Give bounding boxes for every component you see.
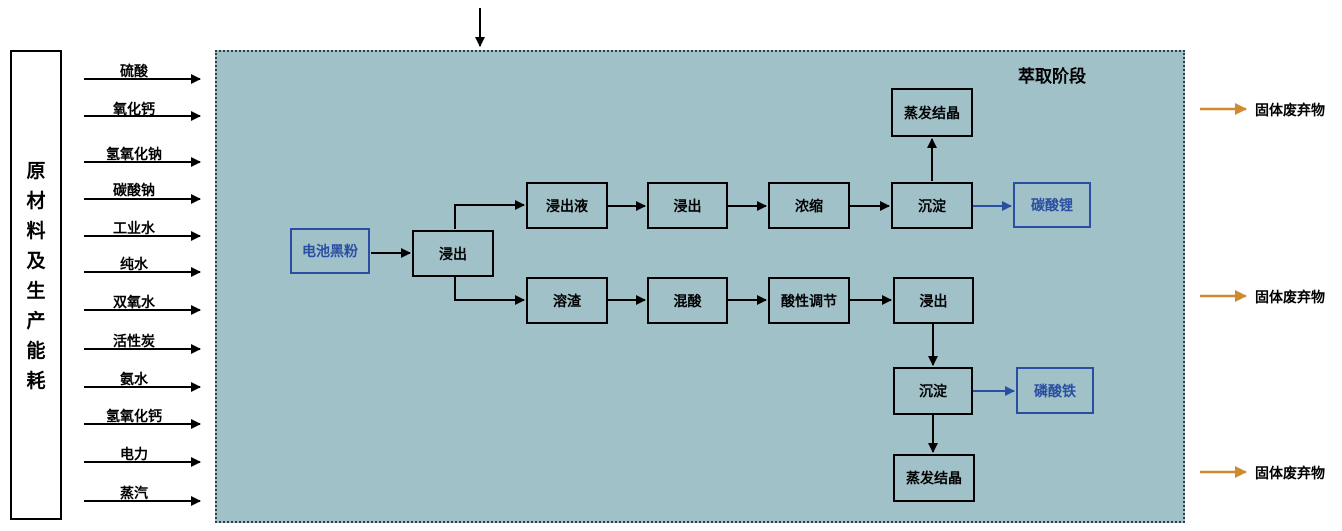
- node-leachate: 浸出液: [526, 182, 608, 229]
- header-char: 料: [26, 220, 46, 242]
- header-char: 生: [26, 280, 46, 302]
- node-evap-top: 蒸发结晶: [891, 88, 973, 137]
- material-label: 电力: [120, 447, 148, 463]
- waste-label: 固体废弃物: [1255, 290, 1325, 306]
- stage-title: 萃取阶段: [1018, 67, 1086, 87]
- node-evap-bottom: 蒸发结晶: [893, 454, 975, 502]
- header-char: 及: [26, 250, 46, 272]
- node-precip-bottom: 沉淀: [893, 367, 973, 415]
- flow-arrow: [454, 200, 525, 229]
- node-iron-phosphate: 磷酸铁: [1016, 367, 1094, 414]
- material-label: 氢氧化钠: [106, 147, 162, 163]
- material-label: 活性炭: [113, 334, 155, 350]
- material-label: 蒸汽: [120, 486, 148, 502]
- material-label: 氧化钙: [113, 102, 155, 118]
- node-leach-2: 浸出: [647, 182, 728, 229]
- header-char: 产: [26, 310, 46, 332]
- material-label: 氢氧化钙: [106, 409, 162, 425]
- node-leach-3: 浸出: [893, 277, 974, 324]
- material-label: 硫酸: [120, 64, 148, 80]
- header-char: 原: [26, 160, 46, 182]
- material-label: 碳酸钠: [113, 183, 155, 199]
- node-precip-top: 沉淀: [891, 182, 973, 229]
- material-label: 氨水: [120, 372, 148, 388]
- node-lithium-carbonate: 碳酸锂: [1013, 182, 1091, 228]
- waste-label: 固体废弃物: [1255, 466, 1325, 482]
- header-char: 能: [26, 340, 46, 362]
- material-label: 纯水: [120, 257, 148, 273]
- header-char: 耗: [26, 370, 46, 392]
- node-mix-acid: 混酸: [647, 277, 728, 324]
- node-battery-powder: 电池黑粉: [290, 228, 370, 274]
- node-leach-main: 浸出: [412, 230, 494, 277]
- raw-material-header: 原 材 料 及 生 产 能 耗: [12, 156, 60, 396]
- node-concentrate: 浓缩: [768, 182, 850, 229]
- raw-material-header-box: 原 材 料 及 生 产 能 耗: [10, 50, 62, 520]
- material-label: 双氧水: [113, 295, 155, 311]
- flow-arrow: [454, 277, 525, 305]
- material-label: 工业水: [113, 221, 155, 237]
- node-residue: 溶渣: [526, 277, 608, 324]
- waste-label: 固体废弃物: [1255, 103, 1325, 119]
- node-acid-adjust: 酸性调节: [768, 277, 850, 324]
- header-char: 材: [26, 190, 46, 212]
